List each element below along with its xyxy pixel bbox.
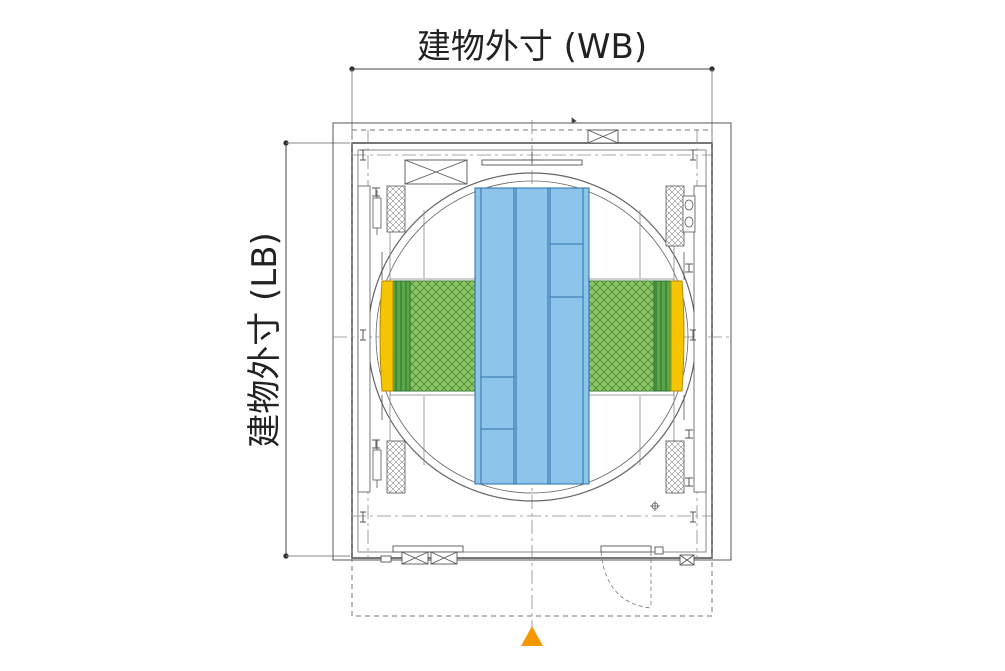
width-dimension-line: [349, 66, 715, 140]
right-wall-column: [665, 185, 707, 494]
left-wall-column: [357, 185, 406, 494]
yellow-stops: [379, 280, 685, 392]
door-swing: [600, 551, 652, 609]
entrance-triangle-icon: [521, 626, 543, 646]
length-dimension-label: 建物外寸 (LB): [245, 232, 285, 448]
pallet-area: [392, 280, 672, 392]
length-dimension-line: [283, 140, 350, 559]
width-dimension-label: 建物外寸 (WB): [417, 27, 647, 67]
vehicle-tray: [474, 187, 590, 485]
bottom-equipment: [380, 545, 695, 566]
top-equipment: [404, 129, 619, 185]
column-markers: [360, 149, 696, 523]
small-markers: [571, 117, 660, 511]
